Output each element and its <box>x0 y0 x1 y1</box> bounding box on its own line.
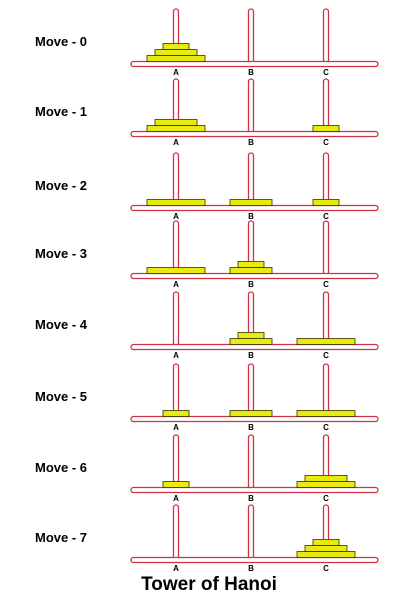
disk <box>146 199 206 206</box>
peg-c <box>322 8 330 65</box>
disk <box>229 338 273 345</box>
move-label: Move - 3 <box>35 246 87 261</box>
disk <box>146 55 206 62</box>
disk <box>296 410 356 417</box>
disk <box>162 43 190 50</box>
peg-label-c: C <box>323 564 329 573</box>
move-panel: Move - 4 A B C <box>35 291 379 360</box>
move-label: Move - 6 <box>35 460 87 475</box>
peg-label-a: A <box>173 68 179 77</box>
disk <box>296 338 356 345</box>
disk <box>312 125 340 132</box>
peg-label-b: B <box>248 423 254 432</box>
peg-label-a: A <box>173 494 179 503</box>
base-line <box>130 60 379 68</box>
peg-label-b: B <box>248 138 254 147</box>
disk <box>229 410 273 417</box>
disk <box>296 481 356 488</box>
move-panel: Move - 6 A B C <box>35 434 379 503</box>
disk <box>296 551 356 558</box>
base-line <box>130 343 379 351</box>
base-line <box>130 556 379 564</box>
move-label: Move - 0 <box>35 34 87 49</box>
peg-label-b: B <box>248 280 254 289</box>
peg-label-a: A <box>173 138 179 147</box>
disk <box>229 199 273 206</box>
disk <box>312 539 340 546</box>
peg-a <box>172 291 180 348</box>
peg-label-c: C <box>323 68 329 77</box>
disk <box>229 267 273 274</box>
page-title: Tower of Hanoi <box>141 574 277 595</box>
base-line <box>130 272 379 280</box>
peg-label-c: C <box>323 351 329 360</box>
peg-label-c: C <box>323 280 329 289</box>
move-panel: Move - 1 A B C <box>35 78 379 147</box>
peg-label-b: B <box>248 494 254 503</box>
peg-label-b: B <box>248 212 254 221</box>
move-label: Move - 1 <box>35 104 87 119</box>
disk <box>146 125 206 132</box>
peg-label-a: A <box>173 351 179 360</box>
disk <box>162 410 190 417</box>
peg-label-a: A <box>173 280 179 289</box>
disk <box>154 49 198 56</box>
peg-label-c: C <box>323 212 329 221</box>
disk <box>304 475 348 482</box>
move-panel: Move - 5 A B C <box>35 363 379 432</box>
disk <box>304 545 348 552</box>
peg-label-a: A <box>173 423 179 432</box>
move-label: Move - 2 <box>35 178 87 193</box>
disk <box>154 119 198 126</box>
peg-a <box>172 504 180 561</box>
disk <box>162 481 190 488</box>
move-label: Move - 7 <box>35 530 87 545</box>
disk <box>237 332 265 339</box>
peg-label-b: B <box>248 564 254 573</box>
disk <box>312 199 340 206</box>
base-line <box>130 415 379 423</box>
move-panel: Move - 7 A B C <box>35 504 379 573</box>
move-label: Move - 4 <box>35 317 88 332</box>
move-panel: Move - 0 A B C <box>35 8 379 77</box>
move-panel: Move - 2 A B C <box>35 152 379 221</box>
peg-label-c: C <box>323 494 329 503</box>
move-panel: Move - 3 A B C <box>35 220 379 289</box>
base-line <box>130 486 379 494</box>
peg-c <box>322 220 330 277</box>
peg-label-a: A <box>173 564 179 573</box>
peg-b <box>247 8 255 65</box>
peg-b <box>247 78 255 135</box>
peg-label-b: B <box>248 351 254 360</box>
move-label: Move - 5 <box>35 389 87 404</box>
peg-b <box>247 434 255 491</box>
peg-label-b: B <box>248 68 254 77</box>
disk <box>237 261 265 268</box>
peg-label-c: C <box>323 138 329 147</box>
base-line <box>130 130 379 138</box>
disk <box>146 267 206 274</box>
peg-b <box>247 504 255 561</box>
peg-label-c: C <box>323 423 329 432</box>
peg-label-a: A <box>173 212 179 221</box>
base-line <box>130 204 379 212</box>
